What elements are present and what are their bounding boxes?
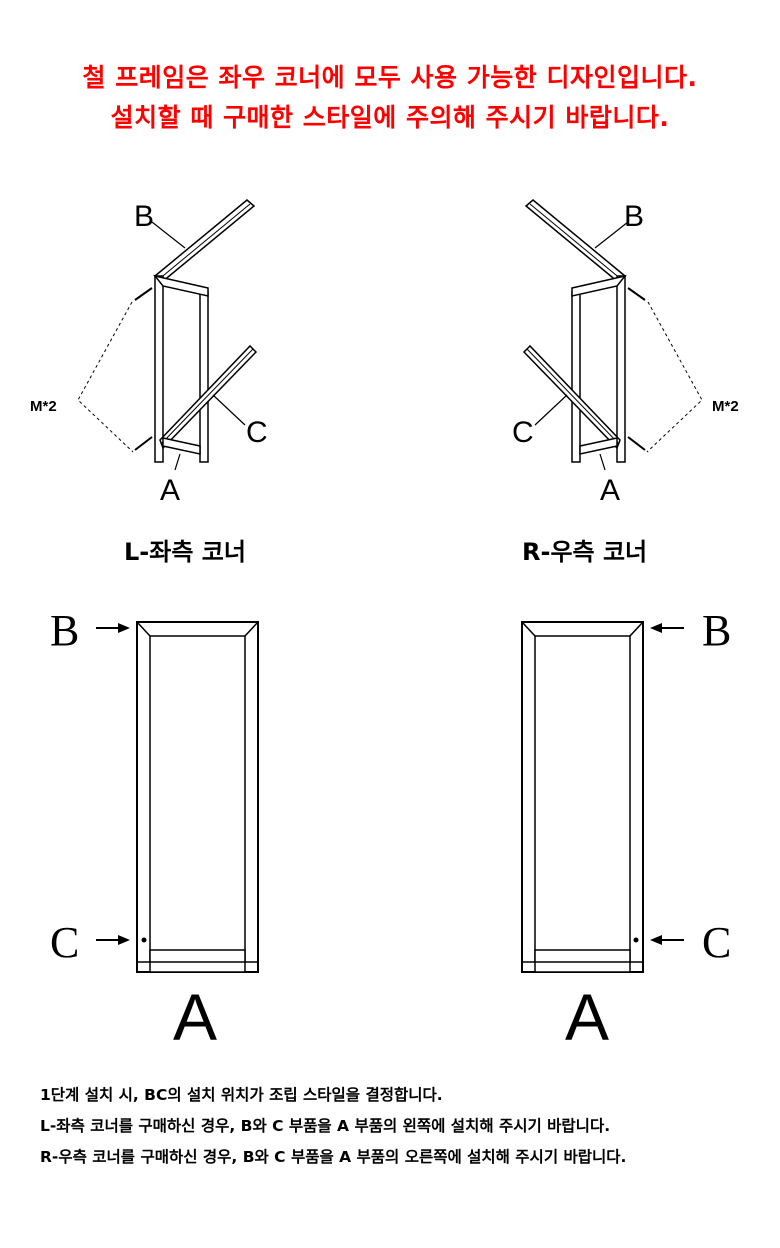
- left-label-a: A: [160, 474, 180, 507]
- left-corner-diagram: [77, 199, 257, 471]
- left-front-view: [95, 621, 259, 973]
- notice-line-2: 설치할 때 구매한 스타일에 주의해 주시기 바랍니다.: [110, 103, 670, 132]
- right-corner-caption: R-우측 코너: [522, 538, 648, 566]
- note-line-2: L-좌측 코너를 구매하신 경우, B와 C 부품을 A 부품의 왼쪽에 설치해…: [40, 1117, 611, 1135]
- front-left-label-c: C: [50, 918, 79, 967]
- right-label-a: A: [600, 474, 620, 507]
- right-label-b: B: [624, 200, 644, 233]
- left-screw-label: M*2: [30, 398, 57, 415]
- note-line-3: R-우측 코너를 구매하신 경우, B와 C 부품을 A 부품의 오른쪽에 설치…: [40, 1148, 627, 1166]
- front-right-label-a: A: [565, 980, 609, 1054]
- assembly-diagrams: B C A M*2 B C A M*2 B C A B C A: [30, 199, 739, 1054]
- note-line-1: 1단계 설치 시, BC의 설치 위치가 조립 스타일을 결정합니다.: [40, 1086, 443, 1104]
- front-right-label-b: B: [702, 606, 731, 655]
- front-left-label-b: B: [50, 606, 79, 655]
- right-corner-diagram: [523, 199, 703, 471]
- front-left-label-a: A: [173, 980, 217, 1054]
- right-label-c: C: [512, 416, 534, 449]
- left-label-c: C: [246, 416, 268, 449]
- front-right-label-c: C: [702, 918, 731, 967]
- notice-line-1: 철 프레임은 좌우 코너에 모두 사용 가능한 디자인입니다.: [82, 63, 698, 92]
- left-label-b: B: [134, 200, 154, 233]
- left-corner-caption: L-좌측 코너: [124, 538, 246, 566]
- right-front-view: [521, 621, 685, 973]
- right-screw-label: M*2: [712, 398, 739, 415]
